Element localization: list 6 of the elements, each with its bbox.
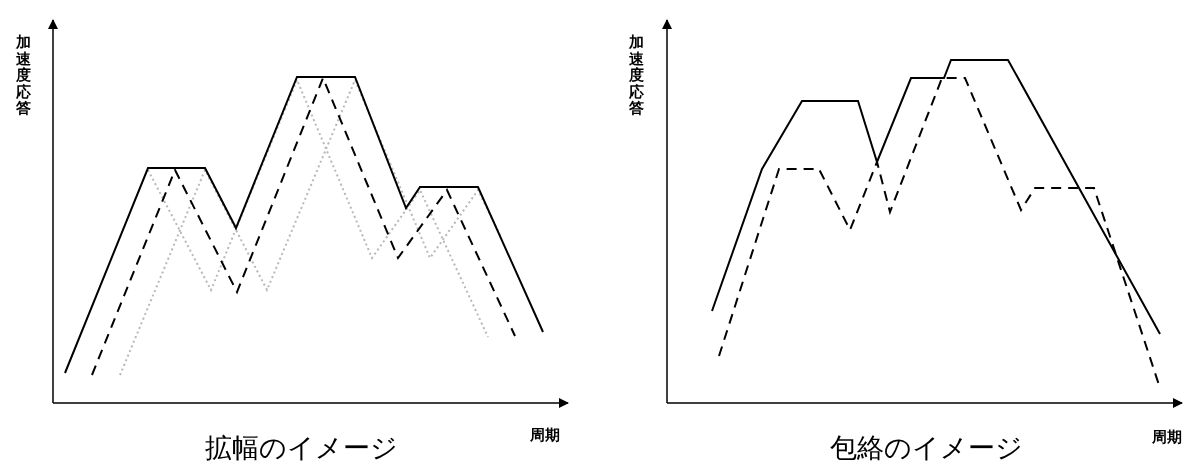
- axis-title: 加速度応答: [16, 34, 31, 117]
- caption: 包絡のイメージ: [830, 431, 1023, 465]
- axis-title: 加速度応答: [629, 34, 644, 117]
- axis-title: 周期: [1152, 428, 1182, 447]
- axis-title: 周期: [530, 426, 560, 445]
- caption: 拡幅のイメージ: [205, 431, 398, 465]
